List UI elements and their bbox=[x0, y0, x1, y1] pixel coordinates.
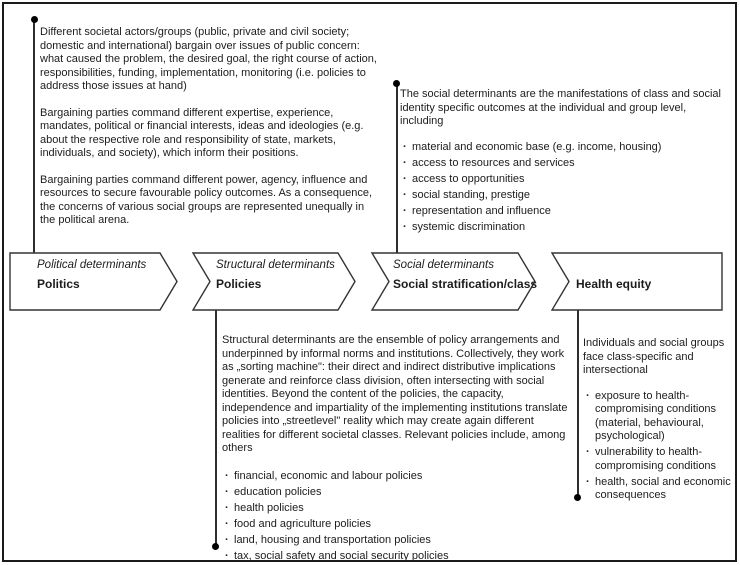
political-determinants-note: Different societal actors/groups (public… bbox=[40, 26, 380, 228]
connector-dot-social bbox=[393, 80, 400, 87]
list-item: tax, social safety and social security p… bbox=[222, 550, 574, 564]
connector-dot-policies bbox=[212, 543, 219, 550]
list-item: systemic discrimination bbox=[400, 221, 732, 235]
list-item: access to opportunities bbox=[400, 173, 732, 187]
policies-bullet-list: financial, economic and labour policies e… bbox=[222, 470, 574, 564]
list-item: representation and influence bbox=[400, 205, 732, 219]
arrow-shape-social bbox=[370, 252, 536, 311]
arrow-policies: Structural determinants Policies bbox=[191, 252, 356, 311]
list-item: exposure to health-compromising conditio… bbox=[583, 390, 733, 444]
note-intro: The social determinants are the manifest… bbox=[400, 88, 721, 127]
arrow-social-stratification: Social determinants Social stratificatio… bbox=[370, 252, 538, 311]
arrow-shape-health-equity bbox=[550, 252, 723, 311]
arrow-politics: Political determinants Politics bbox=[9, 252, 178, 311]
arrow-health-equity: Health equity bbox=[550, 252, 723, 311]
list-item: material and economic base (e.g. income,… bbox=[400, 141, 732, 155]
arrow-category-label: Social determinants bbox=[393, 259, 494, 271]
note-intro: Structural determinants are the ensemble… bbox=[222, 334, 568, 454]
health-equity-bullet-list: exposure to health-compromising conditio… bbox=[583, 390, 733, 503]
list-item: education policies bbox=[222, 486, 574, 500]
arrow-label: Health equity bbox=[576, 277, 652, 291]
arrow-label: Politics bbox=[37, 277, 80, 291]
list-item: food and agriculture policies bbox=[222, 518, 574, 532]
connector-line-politics bbox=[33, 20, 35, 253]
social-determinants-note: The social determinants are the manifest… bbox=[400, 88, 732, 237]
paragraph: Bargaining parties command different exp… bbox=[40, 106, 364, 160]
list-item: vulnerability to health-compromising con… bbox=[583, 446, 733, 473]
arrow-label: Policies bbox=[216, 277, 262, 291]
connector-dot-health-equity bbox=[574, 494, 581, 501]
list-item: financial, economic and labour policies bbox=[222, 470, 574, 484]
paragraph: Different societal actors/groups (public… bbox=[40, 26, 377, 92]
health-equity-note: Individuals and social groups face class… bbox=[583, 337, 733, 505]
arrow-label: Social stratification/class bbox=[393, 277, 538, 291]
note-intro: Individuals and social groups face class… bbox=[583, 337, 725, 376]
connector-dot-politics bbox=[31, 16, 38, 23]
arrow-category-label: Structural determinants bbox=[216, 259, 335, 271]
list-item: social standing, prestige bbox=[400, 189, 732, 203]
paragraph: Bargaining parties command different pow… bbox=[40, 173, 373, 227]
list-item: access to resources and services bbox=[400, 157, 732, 171]
list-item: health, social and economic consequences bbox=[583, 476, 733, 503]
structural-determinants-note: Structural determinants are the ensemble… bbox=[222, 334, 574, 565]
connector-line-social bbox=[396, 84, 398, 253]
list-item: health policies bbox=[222, 502, 574, 516]
arrow-shape-policies bbox=[191, 252, 356, 311]
list-item: land, housing and transportation policie… bbox=[222, 534, 574, 548]
connector-line-health-equity bbox=[577, 310, 579, 498]
connector-line-policies bbox=[215, 310, 217, 547]
arrow-category-label: Political determinants bbox=[37, 259, 147, 271]
arrow-shape-politics bbox=[9, 252, 178, 311]
social-determinants-bullet-list: material and economic base (e.g. income,… bbox=[400, 141, 732, 235]
